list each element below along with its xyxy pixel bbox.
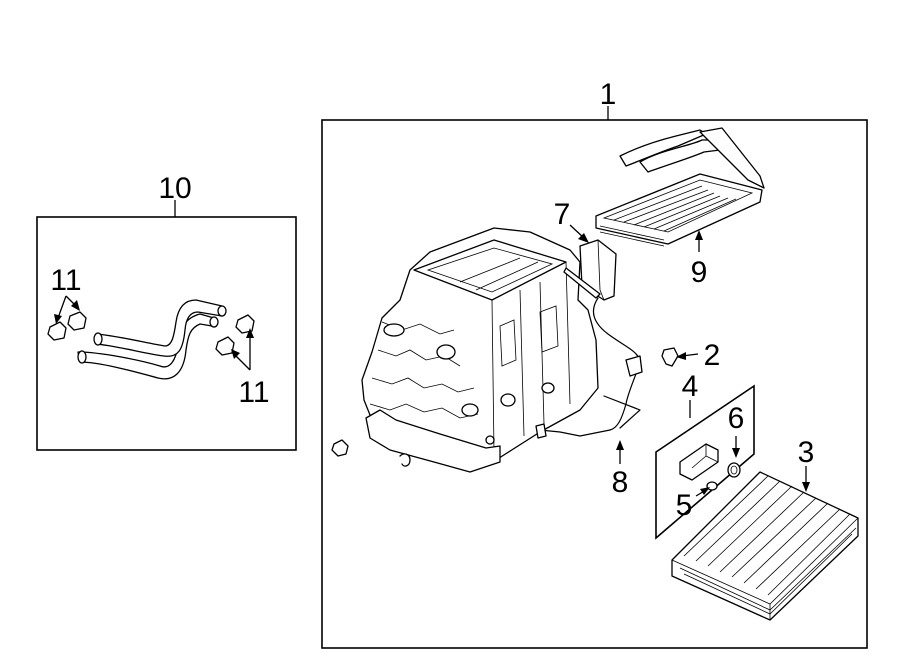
o-ring[interactable]: [706, 481, 718, 491]
blend-door-actuator[interactable]: [563, 239, 617, 301]
arrowhead: [732, 448, 740, 458]
temperature-sensor[interactable]: [679, 443, 719, 481]
arrowhead: [700, 487, 710, 495]
sensor-seal[interactable]: [727, 462, 741, 478]
arrowhead: [231, 349, 240, 359]
arrowhead: [54, 314, 62, 324]
mounting-clip[interactable]: [661, 347, 679, 367]
sensor-kit-frame: [655, 384, 755, 540]
hose-clamp-right-2[interactable]: [235, 314, 255, 334]
arrowhead: [802, 482, 810, 492]
wiring-harness[interactable]: [535, 297, 643, 439]
arrowhead: [246, 328, 254, 338]
arrowhead: [695, 230, 703, 240]
clamp-leader-1: [57, 295, 67, 319]
callout-1[interactable]: 1: [600, 78, 617, 111]
retainer-clip[interactable]: [399, 453, 411, 467]
callout-8[interactable]: 8: [612, 466, 629, 499]
arrowhead: [676, 352, 686, 360]
hvac-housing[interactable]: [361, 227, 599, 473]
heater-core[interactable]: [595, 127, 765, 247]
hvac-unit-frame: [321, 119, 868, 649]
callout-11-top[interactable]: 11: [50, 264, 81, 297]
callout-3[interactable]: 3: [798, 436, 815, 469]
clamp-leader-3: [233, 353, 251, 371]
arrowhead: [71, 300, 80, 311]
callout-9[interactable]: 9: [691, 256, 708, 289]
hose-clamp-left-1[interactable]: [47, 321, 67, 341]
callout-5[interactable]: 5: [676, 489, 693, 522]
hose-kit-group: 10 11: [36, 172, 297, 451]
arrowhead: [616, 440, 624, 450]
callout-2[interactable]: 2: [704, 339, 721, 372]
cabin-air-filter[interactable]: [671, 471, 859, 621]
callout-10[interactable]: 10: [158, 172, 191, 205]
callout-4[interactable]: 4: [682, 370, 699, 403]
hose-clamp-right-1[interactable]: [215, 336, 235, 356]
callout-7[interactable]: 7: [554, 198, 571, 231]
hose-kit-frame: [36, 216, 297, 451]
heater-hose-2[interactable]: [95, 299, 223, 357]
sensor-kit-group: 4 5 6: [655, 370, 755, 540]
grommet[interactable]: [331, 439, 349, 457]
hose-clamp-left-2[interactable]: [67, 311, 87, 331]
arrowhead: [578, 233, 589, 243]
callout-6[interactable]: 6: [728, 402, 745, 435]
callout-11-bottom[interactable]: 11: [238, 376, 269, 409]
hose-end-caps: [77, 305, 227, 364]
hvac-unit-group: 1: [321, 78, 868, 649]
